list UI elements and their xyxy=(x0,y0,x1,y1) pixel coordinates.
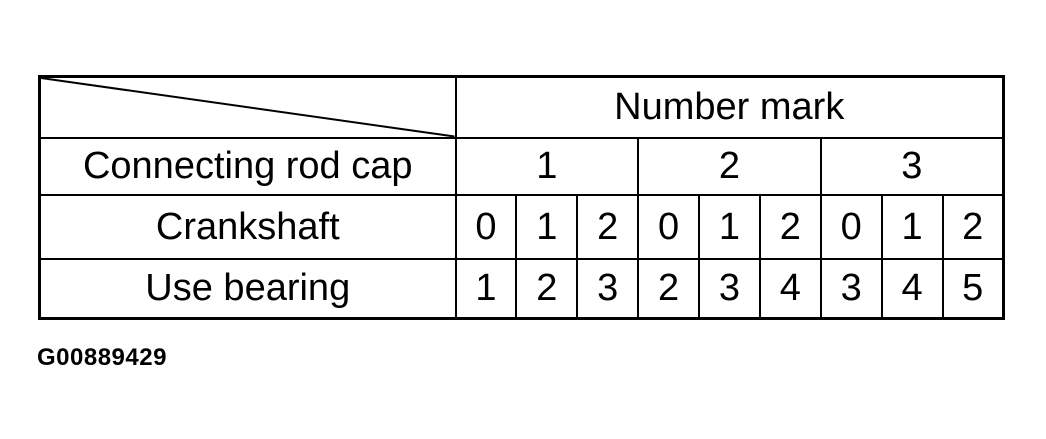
row-label-crankshaft: Crankshaft xyxy=(38,193,457,260)
rod-cap-group-cell: 2 xyxy=(637,136,822,196)
figure-code: G00889429 xyxy=(37,344,167,371)
use-bearing-value-cell: 4 xyxy=(880,257,944,320)
crankshaft-value-cell: 1 xyxy=(698,193,761,260)
corner-cell xyxy=(38,75,457,139)
use-bearing-value-cell: 3 xyxy=(576,257,640,320)
rod-cap-group-cell: 3 xyxy=(819,136,1005,196)
crankshaft-value-cell: 2 xyxy=(941,193,1005,260)
crankshaft-value-cell: 1 xyxy=(880,193,944,260)
crankshaft-value-cell: 0 xyxy=(637,193,700,260)
crankshaft-value-cell: 2 xyxy=(758,193,822,260)
use-bearing-value-cell: 3 xyxy=(698,257,761,320)
diagonal-line xyxy=(41,78,455,137)
use-bearing-value-cell: 2 xyxy=(637,257,700,320)
use-bearing-value-cell: 4 xyxy=(758,257,822,320)
bearing-selection-table: Number mark Connecting rod cap 1 2 3 Cra… xyxy=(38,75,1005,320)
use-bearing-value-cell: 2 xyxy=(515,257,579,320)
row-label-connecting-rod-cap: Connecting rod cap xyxy=(38,136,457,196)
rod-cap-group-cell: 1 xyxy=(454,136,640,196)
crankshaft-value-cell: 1 xyxy=(515,193,579,260)
use-bearing-value-cell: 1 xyxy=(454,257,518,320)
crankshaft-value-cell: 0 xyxy=(819,193,883,260)
number-mark-header: Number mark xyxy=(454,75,1005,139)
crankshaft-value-cell: 0 xyxy=(454,193,518,260)
use-bearing-value-cell: 5 xyxy=(941,257,1005,320)
row-label-use-bearing: Use bearing xyxy=(38,257,457,320)
use-bearing-value-cell: 3 xyxy=(819,257,883,320)
crankshaft-value-cell: 2 xyxy=(576,193,640,260)
